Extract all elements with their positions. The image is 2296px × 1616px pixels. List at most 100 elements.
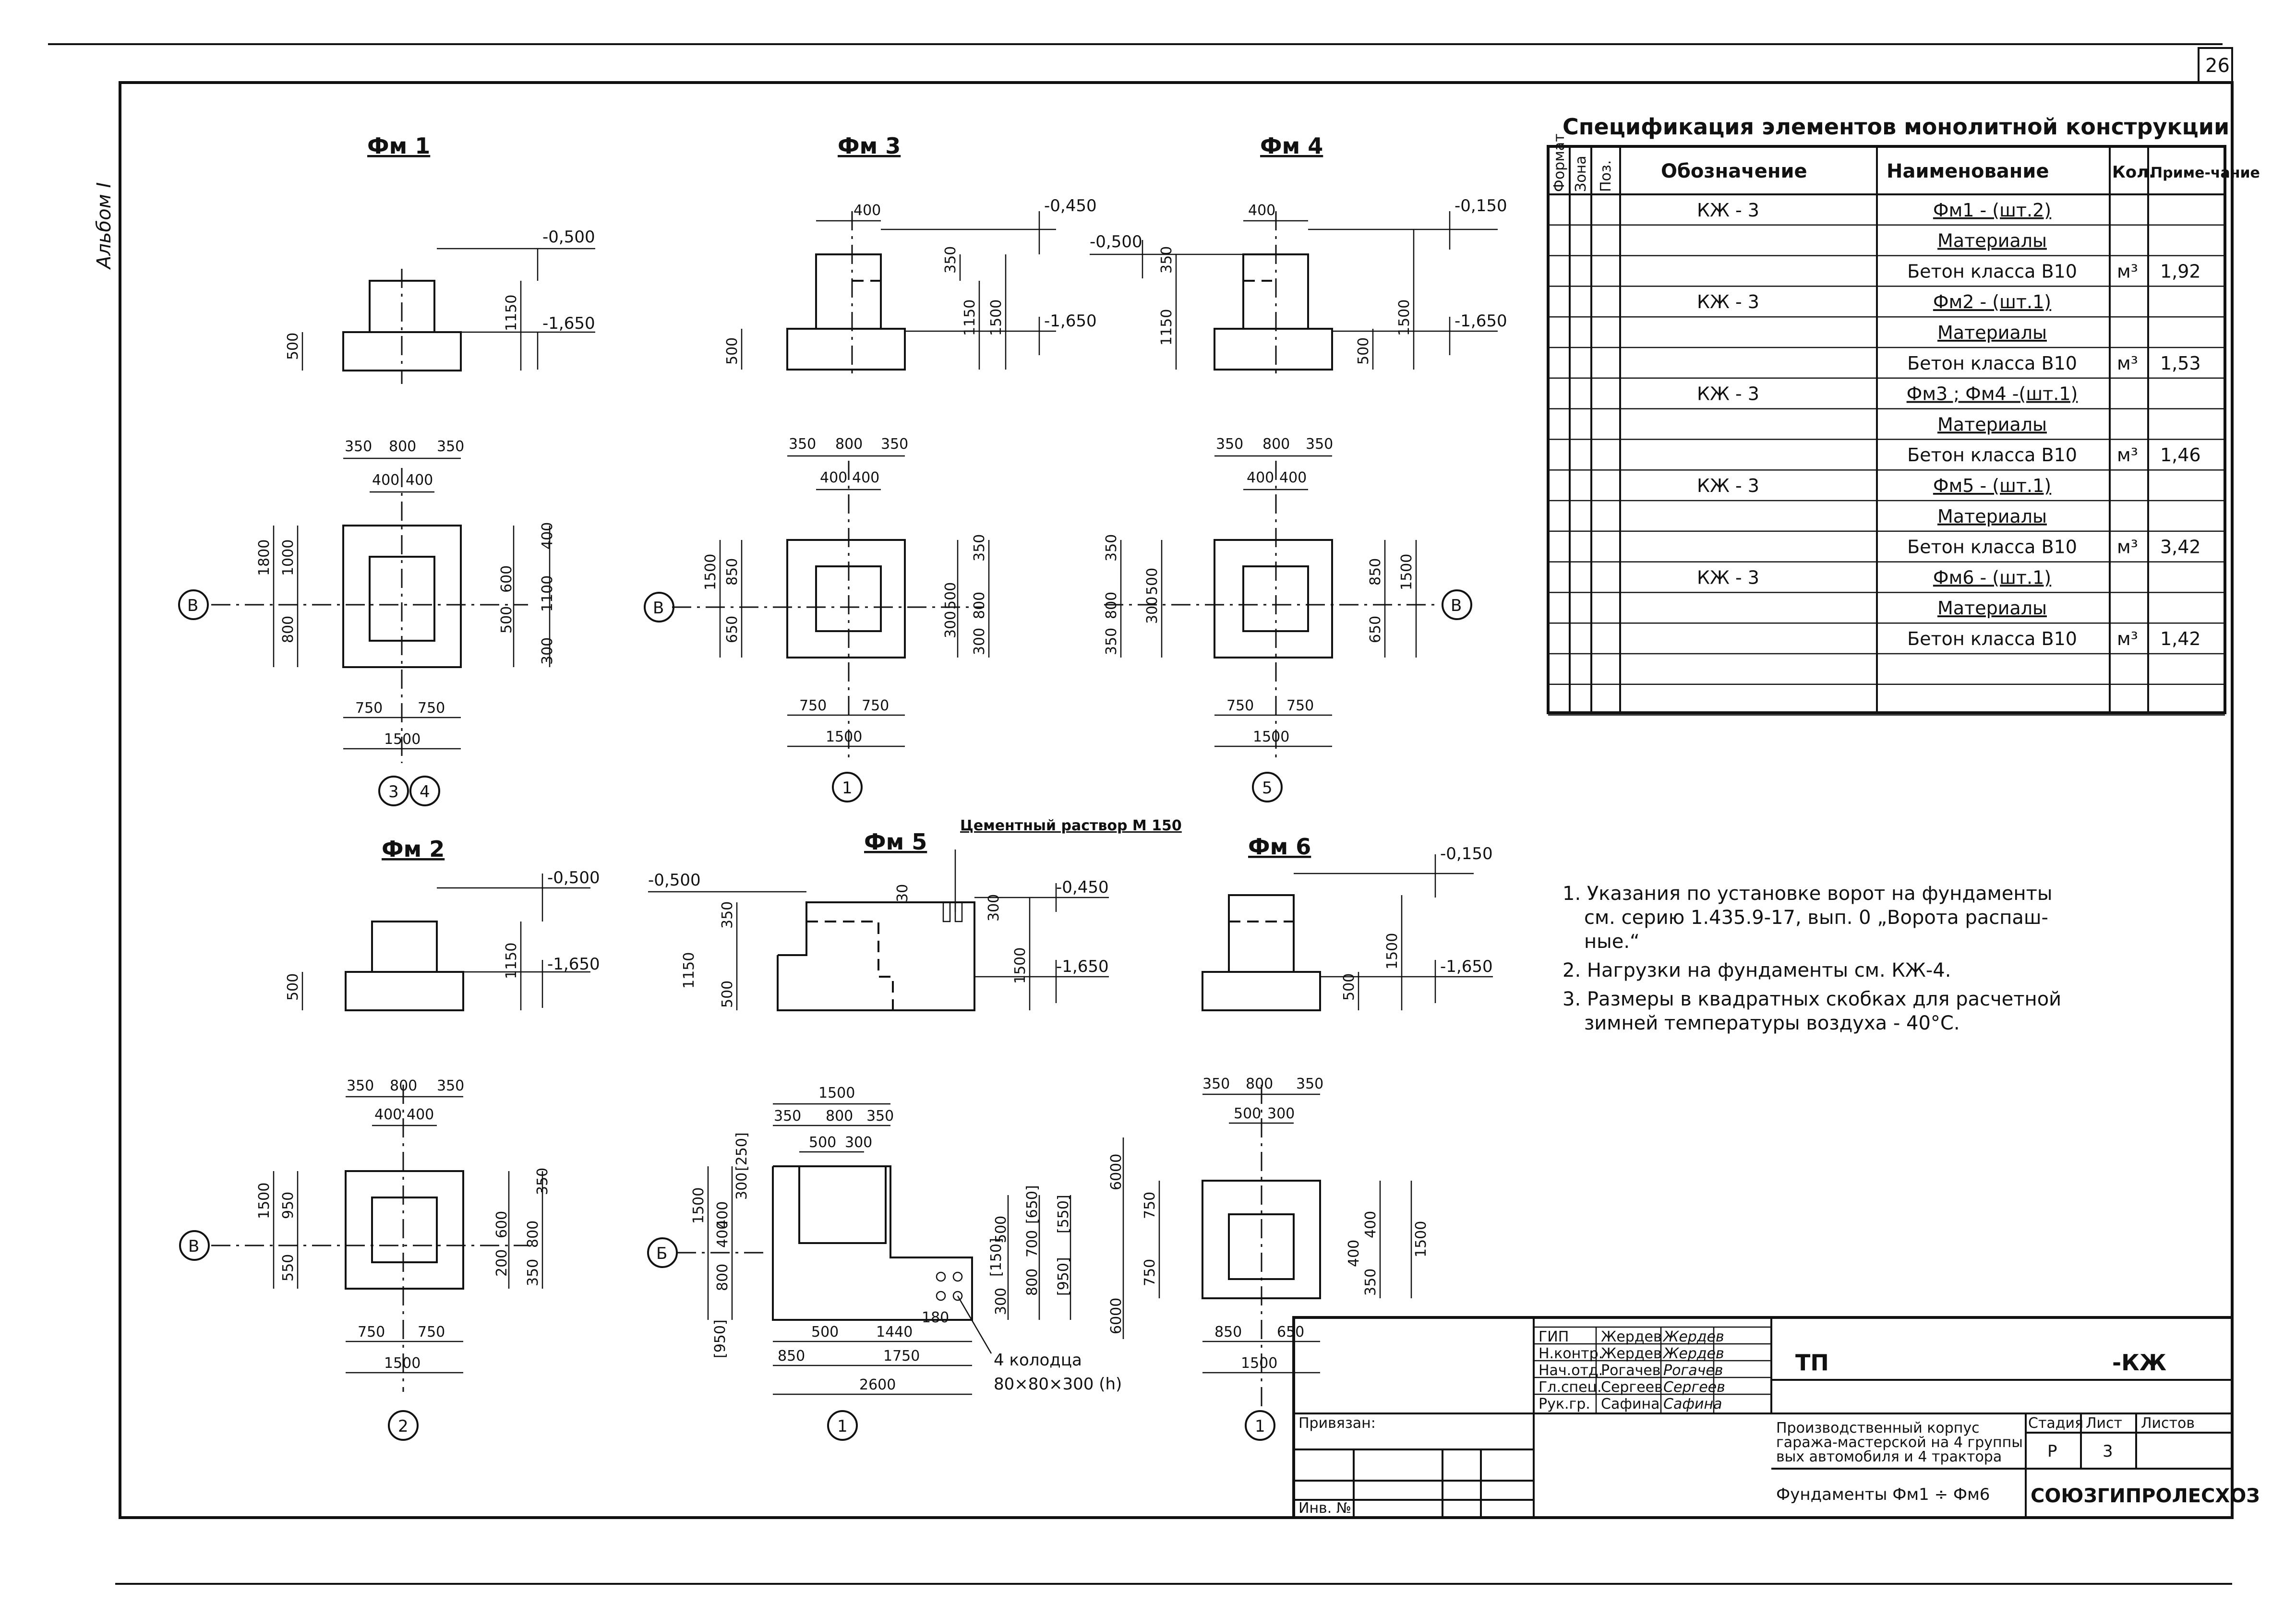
- spec-cell-code: КЖ - 3: [1697, 200, 1759, 221]
- spec-header: Поз.: [1598, 160, 1614, 192]
- dim-label: 650: [1277, 1324, 1304, 1341]
- axis-bubble: [1245, 1410, 1275, 1441]
- spec-cell-name: Материалы: [1937, 598, 2047, 619]
- dim-label: 350: [719, 901, 736, 929]
- footing-section: [777, 901, 975, 1011]
- dim-label: 350: [866, 1108, 894, 1125]
- dim-label: 350: [437, 1077, 464, 1094]
- spec-cell-code: КЖ - 3: [1697, 567, 1759, 588]
- dim-label: 6000: [1108, 1154, 1125, 1190]
- tb-project-line: вых автомобиля и 4 трактора: [1776, 1448, 2002, 1465]
- spec-header: Формат: [1551, 133, 1568, 192]
- spec-cell-name: Фм6 - (шт.1): [1933, 567, 2051, 588]
- spec-cell-qty: м³: [2117, 261, 2138, 282]
- dim-label: 750: [799, 697, 827, 714]
- dim-label: 300: [733, 1173, 750, 1200]
- spec-header: Зона: [1573, 156, 1589, 192]
- tb-organization: СОЮЗГИПРОЛЕСХОЗ: [2031, 1485, 2260, 1507]
- dim-label: 1750: [883, 1348, 920, 1365]
- title-block: ГИП Н.контр. Нач.отд. Гл.спец. Рук.гр. Ж…: [1292, 1316, 2260, 1519]
- wells-label: 4 колодца: [994, 1351, 1082, 1370]
- hidden-edge: [806, 921, 894, 1010]
- level-label: -0,450: [1056, 878, 1109, 897]
- tb-stage-value: Р: [2047, 1442, 2057, 1461]
- dim-label: 300: [971, 628, 988, 655]
- dim-label: [550]: [1055, 1195, 1072, 1233]
- dim-label: 1500: [690, 1187, 707, 1224]
- drawing-fm5: Фм 5 Цементный раствор М 150 -0,500 -0,4…: [647, 817, 1182, 1441]
- drawing-fm2: Фм 2 -0,500 -1,650 500 1150 350 800 350 …: [179, 836, 600, 1441]
- axis-label: 2: [398, 1417, 409, 1436]
- dim-label: 1150: [503, 943, 520, 979]
- dim-label: 400: [372, 472, 399, 489]
- pedestal: [1228, 894, 1295, 973]
- dim-label: 350: [1296, 1076, 1323, 1092]
- level-label: -0,450: [1044, 196, 1097, 215]
- tb-role: Нач.отд.: [1539, 1362, 1603, 1379]
- footing-plan: [1214, 539, 1333, 658]
- spec-cell-code: КЖ - 3: [1697, 475, 1759, 496]
- spec-cell-name: Бетон класса В10: [1907, 444, 2077, 466]
- dim-label: 400: [406, 472, 433, 489]
- dim-label: 350: [942, 246, 959, 274]
- note-line: зимней температуры воздуха - 40°С.: [1584, 1012, 1960, 1034]
- tb-name: Жердев: [1601, 1329, 1662, 1345]
- dim-label: 800: [390, 1077, 417, 1094]
- dim-label: 800: [280, 616, 297, 643]
- level-label: -1,650: [1044, 311, 1097, 331]
- dim-label: 350: [1362, 1269, 1379, 1296]
- dim-label: 800: [1262, 436, 1290, 453]
- dim-label: 1500: [818, 1085, 855, 1101]
- well: [954, 901, 963, 922]
- axis-label: 5: [1262, 778, 1273, 798]
- leader-line: [957, 1295, 992, 1354]
- dim-label: 600: [498, 565, 515, 593]
- drawing-fm6: Фм 6 -0,150 -1,650 500 1500 350 800 350 …: [1108, 834, 1493, 1441]
- tb-stage-header: Листов: [2141, 1415, 2195, 1432]
- spec-cell-code: КЖ - 3: [1697, 291, 1759, 312]
- general-notes: 1. Указания по установке ворот на фундам…: [1563, 883, 2061, 1034]
- dim-label: 800: [826, 1108, 853, 1125]
- dim-label: 1500: [1413, 1221, 1430, 1257]
- well-plan: [936, 1271, 946, 1282]
- tb-signature: Сафина: [1663, 1396, 1722, 1413]
- dim-label: 1500: [384, 731, 421, 748]
- spec-cell-note: 1,46: [2160, 444, 2201, 466]
- dim-label: 650: [724, 616, 741, 643]
- axis-label: 1: [837, 1417, 848, 1436]
- dim-label: 350: [1216, 436, 1243, 453]
- note-line: 2. Нагрузки на фундаменты см. КЖ-4.: [1563, 959, 1951, 982]
- dim-label: 1100: [539, 575, 556, 612]
- axis-label: 3: [388, 782, 399, 802]
- spec-cell-name: Фм3 ; Фм4 -(шт.1): [1907, 383, 2078, 405]
- dim-label: 2600: [859, 1377, 896, 1393]
- spec-cell-note: 1,92: [2160, 261, 2201, 282]
- spec-cell-name: Фм1 - (шт.2): [1933, 200, 2051, 221]
- album-label: Альбом I: [93, 182, 115, 270]
- dim-label: 500: [1144, 568, 1161, 595]
- axis-label: 1: [842, 778, 853, 798]
- dim-label: 200: [493, 1249, 510, 1277]
- dim-label: 1500: [256, 1183, 273, 1219]
- dim-label: 400: [1248, 202, 1275, 219]
- dim-label: 400: [539, 522, 556, 550]
- dim-label: 750: [355, 700, 383, 717]
- dim-label: 1500: [1384, 933, 1401, 970]
- dim-label: 1800: [256, 539, 273, 576]
- well-plan: [952, 1271, 963, 1282]
- tb-sheet-title: Фундаменты Фм1 ÷ Фм6: [1776, 1485, 1990, 1504]
- cement-note: Цементный раствор М 150: [960, 817, 1182, 834]
- dim-label: 950: [280, 1192, 297, 1219]
- level-label: -0,150: [1440, 844, 1493, 863]
- footing-plan: [342, 525, 462, 668]
- pedestal: [371, 921, 438, 973]
- spec-cell-qty: м³: [2117, 353, 2138, 374]
- dim-label: 500: [993, 1216, 1010, 1243]
- dim-label: 1150: [962, 299, 978, 336]
- dim-label: 1500: [1253, 729, 1289, 745]
- well-plan: [936, 1291, 946, 1301]
- dim-label: 350: [534, 1168, 551, 1195]
- dim-label: [150]: [988, 1238, 1005, 1277]
- tb-signature: Сергеев: [1663, 1379, 1725, 1396]
